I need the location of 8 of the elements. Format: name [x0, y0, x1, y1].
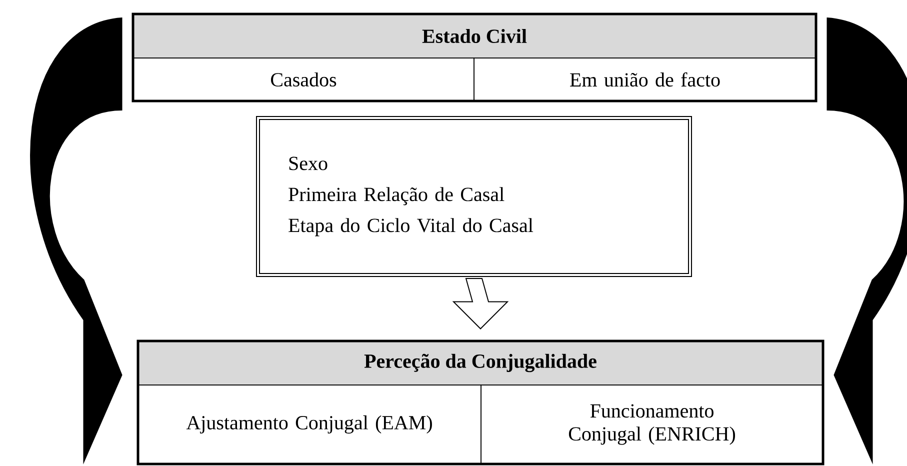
curved-arrow	[826, 18, 907, 462]
table-cell: Ajustamento Conjugal (EAM)	[138, 384, 482, 464]
factor-box: Sexo Primeira Relação de Casal Etapa do Ciclo Vital do Casal	[256, 116, 692, 277]
curved-arrow	[30, 18, 122, 462]
hollow-arrow	[452, 278, 509, 330]
table-cell: Funcionamento Conjugal (ENRICH)	[480, 384, 824, 464]
table-cell: Casados	[132, 58, 474, 102]
table-cell: Em união de facto	[474, 58, 816, 102]
